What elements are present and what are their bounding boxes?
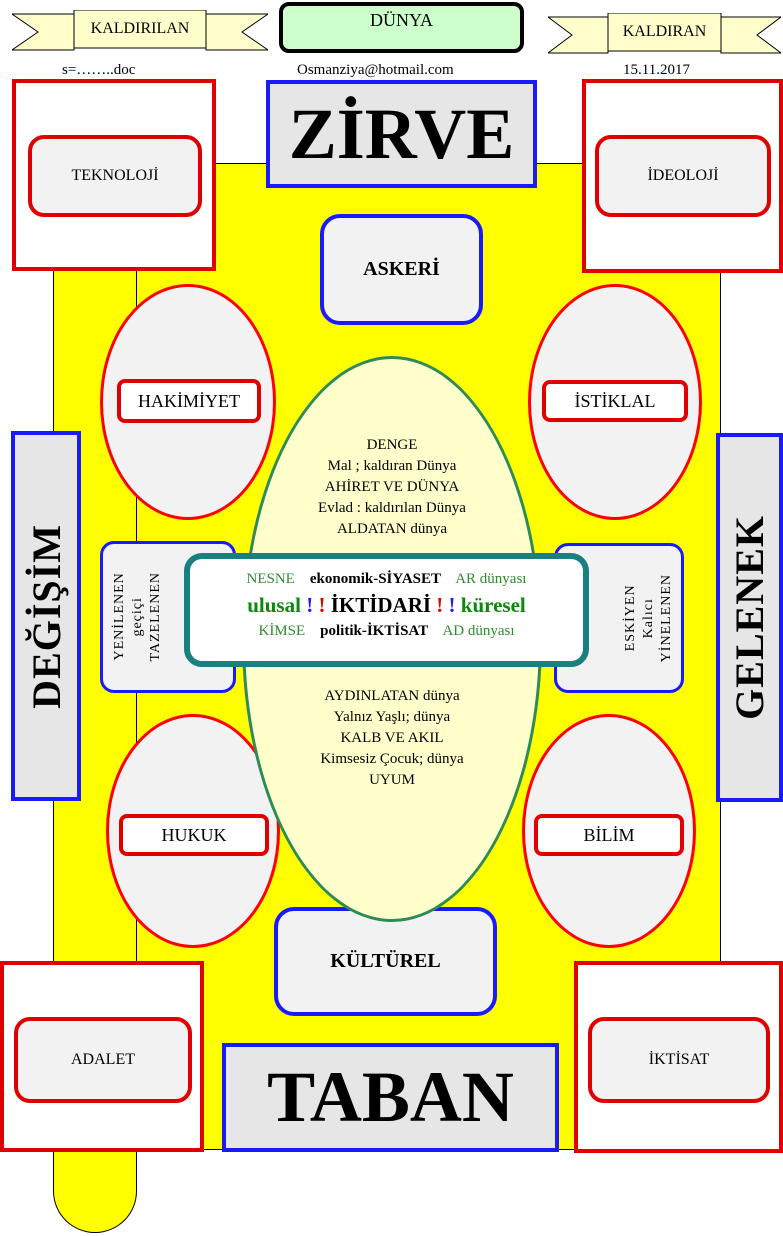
corner-bottom-right: İKTİSAT [574, 961, 783, 1153]
center-upper-line-3: AHİRET VE DÜNYA [324, 479, 460, 495]
center-lower-line-3: KALB VE AKIL [340, 730, 444, 746]
banner-degisim: DEĞİŞİM [11, 431, 81, 801]
corner-bottom-left: ADALET [0, 961, 204, 1152]
side-right-line-2: Kalıcı [641, 597, 656, 639]
center-upper-text: DENGE Mal ; kaldıran Dünya AHİRET VE DÜN… [245, 435, 539, 540]
center-upper-line-5: ALDATAN dünya [336, 521, 448, 537]
banner-gelenek-label: GELENEK [727, 515, 772, 720]
meta-email: Osmanziya@hotmail.com [297, 62, 454, 78]
right-ribbon-shape [548, 13, 781, 54]
ellipse-hukuk: HUKUK [106, 714, 280, 948]
band-iktidari: İKTİDARİ [330, 593, 432, 617]
center-lower-line-4: Kimsesiz Çocuk; dünya [320, 751, 464, 767]
side-left-line-1: YENİLENEN [112, 572, 127, 662]
side-left-line-2: geçiçi [130, 597, 145, 637]
band-politik-iktisat: politik-İKTİSAT [320, 623, 429, 639]
pill-istiklal: İSTİKLAL [542, 380, 688, 422]
center-lower-line-2: Yalnız Yaşlı; dünya [333, 709, 451, 725]
band-exclaim-4: ! [448, 593, 456, 617]
corner-bottom-left-label: ADALET [14, 1017, 192, 1103]
pill-bilim: BİLİM [534, 814, 684, 856]
band-nesne: NESNE [246, 571, 295, 587]
banner-zirve: ZİRVE [266, 80, 537, 188]
center-upper-line-2: Mal ; kaldıran Dünya [327, 458, 457, 474]
band-kimse: KİMSE [258, 623, 306, 639]
ellipse-hakimiyet: HAKİMİYET [100, 284, 276, 520]
band-kuresel: küresel [460, 593, 526, 617]
center-upper-line-1: DENGE [366, 437, 418, 453]
band-row-1: NESNE ekonomik-SİYASET AR dünyası [190, 571, 583, 588]
corner-top-left-label: TEKNOLOJİ [28, 135, 202, 217]
central-band: NESNE ekonomik-SİYASET AR dünyası ulusal… [184, 553, 589, 667]
band-exclaim-3: ! [436, 593, 444, 617]
box-kulturel: KÜLTÜREL [274, 907, 497, 1016]
center-lower-line-5: UYUM [369, 772, 415, 788]
center-lower-line-1: AYDINLATAN dünya [324, 688, 460, 704]
band-ad-dunyasi: AD dünyası [442, 623, 515, 639]
band-exclaim-1: ! [306, 593, 314, 617]
banner-degisim-label: DEĞİŞİM [23, 523, 69, 709]
right-ribbon-label: KALDIRAN [622, 23, 707, 40]
band-row-2: ulusal ! ! İKTİDARİ ! ! küresel [190, 593, 583, 618]
band-exclaim-2: ! [318, 593, 326, 617]
banner-taban: TABAN [222, 1043, 559, 1152]
band-row-3: KİMSE politik-İKTİSAT AD dünyası [190, 623, 583, 640]
side-right-line-3: YİNELENEN [659, 573, 674, 663]
title-box: DÜNYA [279, 2, 524, 53]
ellipse-istiklal: İSTİKLAL [528, 284, 702, 520]
corner-top-right-label: İDEOLOJİ [595, 135, 771, 217]
side-left-line-3: TAZELENEN [148, 572, 163, 662]
left-ribbon-shape [12, 10, 268, 51]
left-ribbon-label: KALDIRILAN [90, 20, 190, 37]
ellipse-bilim: BİLİM [522, 714, 696, 948]
side-right-line-1: ESKİYEN [623, 584, 638, 652]
center-lower-text: AYDINLATAN dünya Yalnız Yaşlı; dünya KAL… [245, 686, 539, 791]
meta-date: 15.11.2017 [623, 62, 690, 78]
box-askeri: ASKERİ [320, 214, 483, 325]
pill-hukuk: HUKUK [119, 814, 269, 856]
band-ar-dunyasi: AR dünyası [455, 571, 527, 587]
band-ulusal: ulusal [247, 593, 301, 617]
corner-top-left: TEKNOLOJİ [12, 79, 216, 271]
banner-gelenek: GELENEK [716, 433, 783, 802]
pill-hakimiyet: HAKİMİYET [117, 379, 261, 423]
meta-filename: s=……..doc [62, 62, 136, 78]
band-ekonomik-siyaset: ekonomik-SİYASET [309, 571, 442, 587]
corner-top-right: İDEOLOJİ [582, 79, 783, 273]
corner-bottom-right-label: İKTİSAT [588, 1017, 770, 1103]
center-upper-line-4: Evlad : kaldırılan Dünya [318, 500, 466, 516]
